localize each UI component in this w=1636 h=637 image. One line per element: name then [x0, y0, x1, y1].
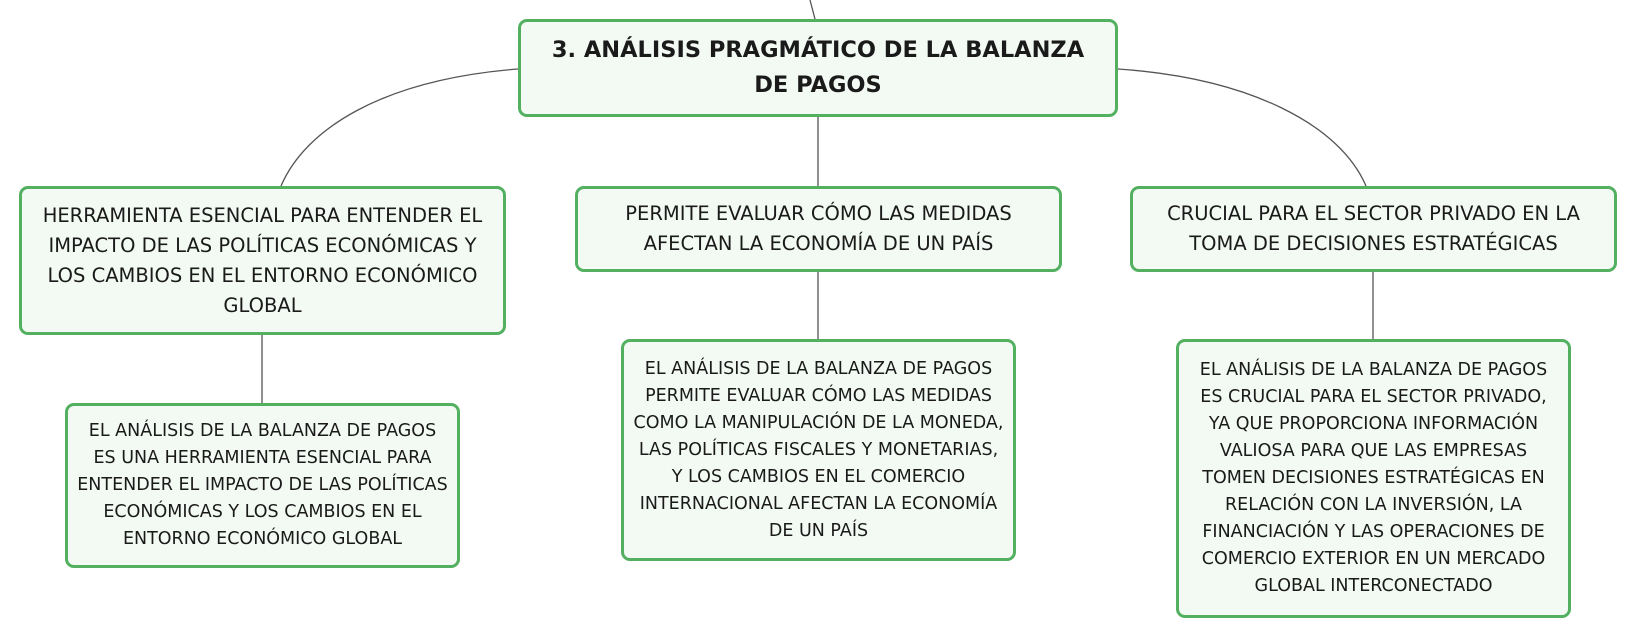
subtopic-private-sector[interactable]: CRUCIAL PARA EL SECTOR PRIVADO EN LA TOM… — [1130, 186, 1617, 272]
detail-evaluate-measures[interactable]: EL ANÁLISIS DE LA BALANZA DE PAGOS PERMI… — [621, 339, 1016, 561]
detail-private-sector-text: EL ANÁLISIS DE LA BALANZA DE PAGOS ES CR… — [1199, 360, 1548, 596]
root-topic[interactable]: 3. ANÁLISIS PRAGMÁTICO DE LA BALANZA DE … — [518, 19, 1118, 117]
detail-policy-impact[interactable]: EL ANÁLISIS DE LA BALANZA DE PAGOS ES UN… — [65, 403, 460, 568]
subtopic-evaluate-measures[interactable]: PERMITE EVALUAR CÓMO LAS MEDIDAS AFECTAN… — [575, 186, 1062, 272]
detail-evaluate-measures-text: EL ANÁLISIS DE LA BALANZA DE PAGOS PERMI… — [633, 358, 1004, 541]
connector-root-left — [280, 68, 519, 187]
subtopic-private-sector-text: CRUCIAL PARA EL SECTOR PRIVADO EN LA TOM… — [1167, 202, 1580, 255]
detail-policy-impact-text: EL ANÁLISIS DE LA BALANZA DE PAGOS ES UN… — [77, 421, 448, 549]
subtopic-policy-impact-text: HERRAMIENTA ESENCIAL PARA ENTENDER EL IM… — [42, 203, 483, 317]
subtopic-policy-impact[interactable]: HERRAMIENTA ESENCIAL PARA ENTENDER EL IM… — [19, 186, 506, 335]
connector-root-right — [1117, 68, 1367, 187]
root-topic-text: 3. ANÁLISIS PRAGMÁTICO DE LA BALANZA DE … — [551, 37, 1085, 98]
connector-incoming — [809, 0, 816, 20]
subtopic-evaluate-measures-text: PERMITE EVALUAR CÓMO LAS MEDIDAS AFECTAN… — [625, 202, 1012, 255]
detail-private-sector[interactable]: EL ANÁLISIS DE LA BALANZA DE PAGOS ES CR… — [1176, 339, 1571, 618]
